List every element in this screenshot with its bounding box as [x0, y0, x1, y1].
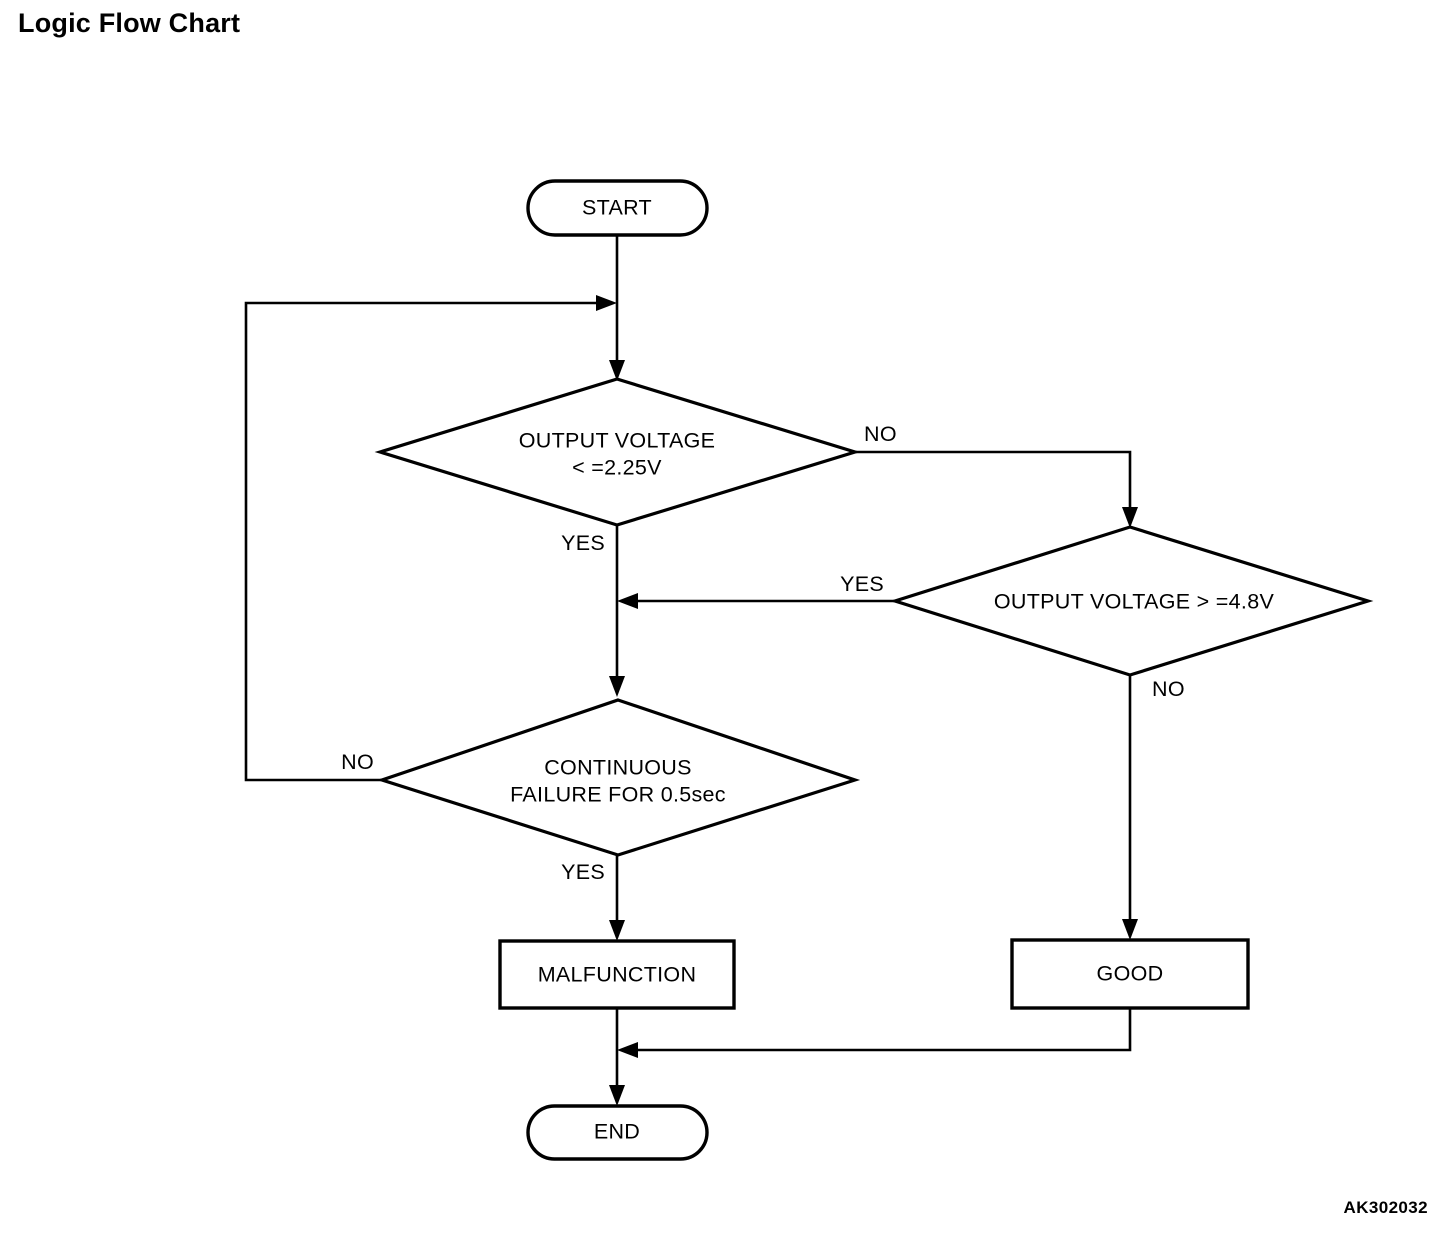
- node-decision1[interactable]: [374, 377, 861, 527]
- edge-decision3-no-feedback: [244, 301, 604, 782]
- node-decision3-label-line1: CONTINUOUS: [544, 756, 692, 780]
- page-title: Logic Flow Chart: [18, 8, 241, 38]
- node-good[interactable]: [1010, 938, 1250, 1010]
- arrowhead-into-end: [609, 1085, 625, 1106]
- node-decision1-label-line2: < =2.25V: [572, 456, 662, 480]
- edge-good-to-end: [630, 1008, 1132, 1052]
- node-end[interactable]: [526, 1104, 709, 1161]
- arrowhead-into-decision3: [609, 676, 625, 697]
- edge-label-decision1-no: NO: [864, 422, 897, 446]
- arrowhead-into-decision2: [1122, 507, 1138, 528]
- edge-label-decision1-yes: YES: [561, 531, 605, 555]
- arrowhead-good-merge: [617, 1042, 638, 1058]
- node-start-label: START: [582, 196, 652, 220]
- edge-label-decision2-yes: YES: [840, 572, 884, 596]
- arrowhead-into-good: [1122, 919, 1138, 940]
- node-start[interactable]: [526, 179, 709, 237]
- node-decision2-label-line1: OUTPUT VOLTAGE > =4.8V: [994, 590, 1275, 614]
- edge-label-decision2-no: NO: [1152, 677, 1185, 701]
- node-decision3-label-line2: FAILURE FOR 0.5sec: [510, 783, 726, 807]
- node-malfunction-label: MALFUNCTION: [538, 963, 697, 987]
- node-decision1-label-line1: OUTPUT VOLTAGE: [519, 429, 716, 453]
- node-decision2[interactable]: [889, 525, 1374, 677]
- edge-label-decision3-no: NO: [341, 750, 374, 774]
- node-end-label: END: [594, 1120, 640, 1144]
- arrowhead-decision2-yes-join: [617, 593, 638, 609]
- arrowhead-into-malfunction: [609, 920, 625, 941]
- figure-code: AK302032: [1343, 1198, 1428, 1217]
- arrowhead-into-decision1: [609, 360, 625, 381]
- edge-decision1-no: [855, 450, 1132, 521]
- node-good-label: GOOD: [1097, 962, 1164, 986]
- edge-label-decision3-yes: YES: [561, 860, 605, 884]
- arrowhead-feedback-join: [596, 295, 617, 311]
- node-decision3[interactable]: [376, 698, 861, 857]
- node-malfunction[interactable]: [498, 939, 736, 1010]
